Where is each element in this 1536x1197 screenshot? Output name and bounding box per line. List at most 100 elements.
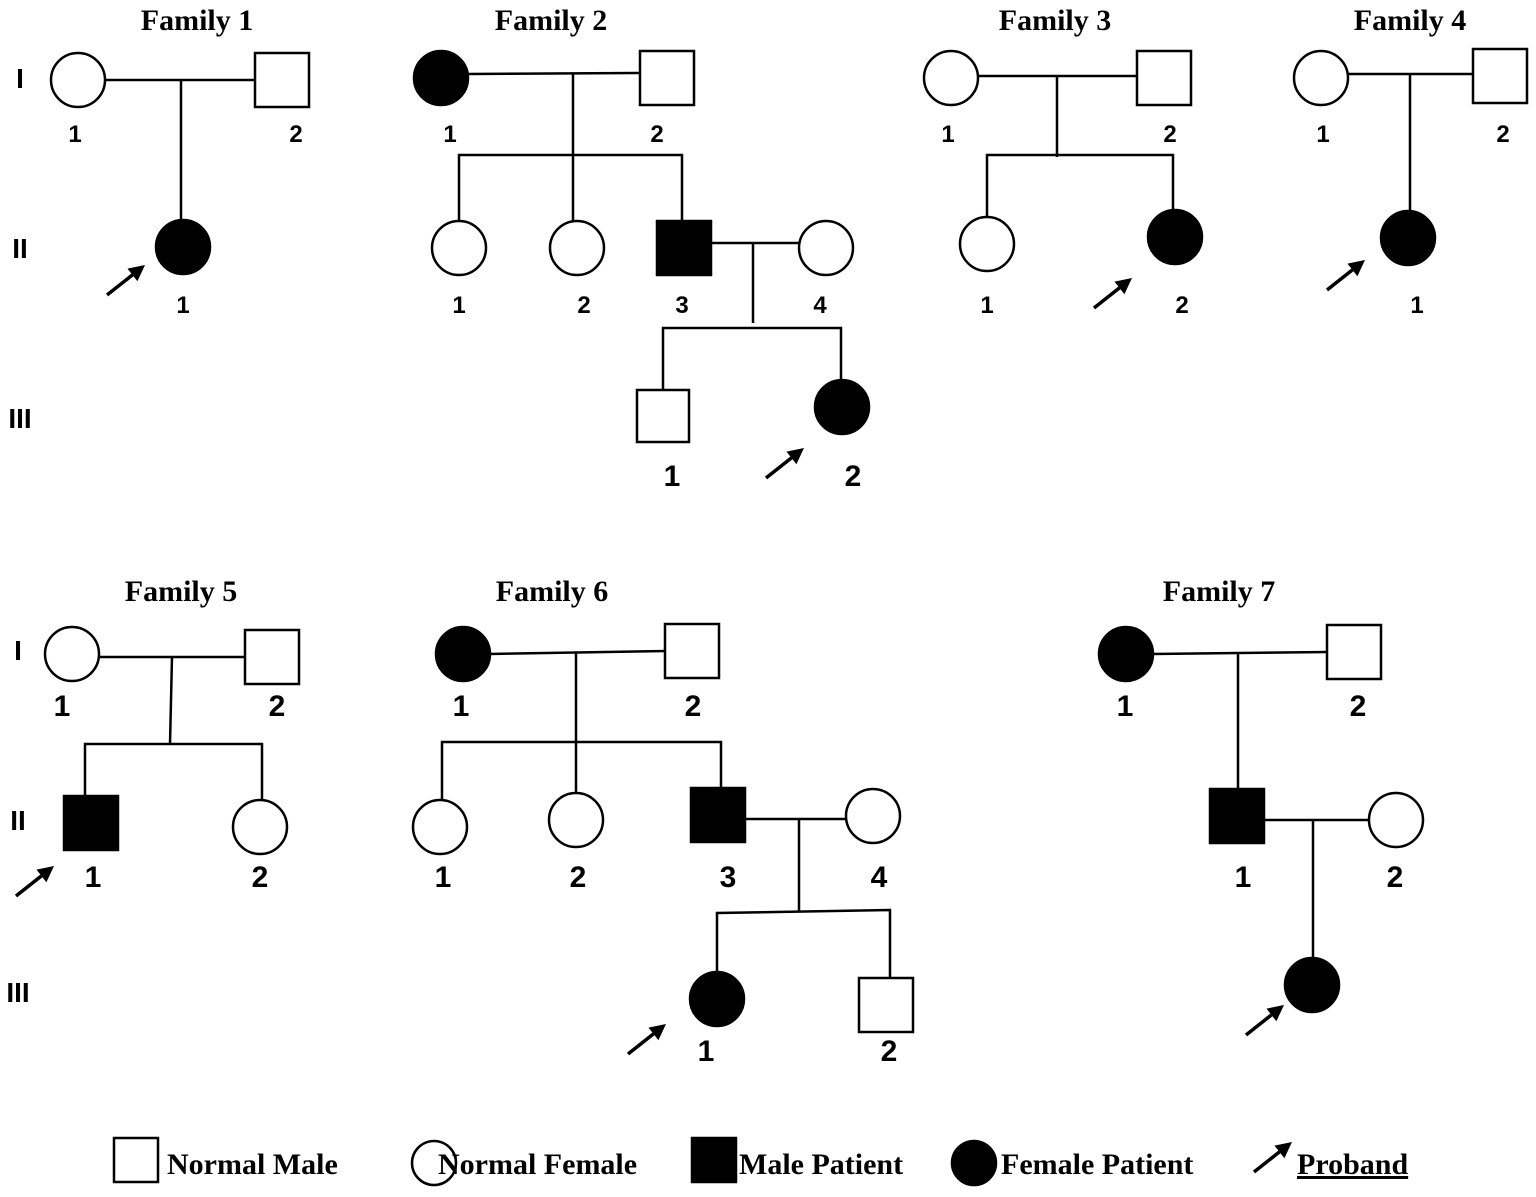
connector-line (488, 649, 667, 656)
affected-male-symbol (62, 794, 120, 852)
affected-female-symbol (412, 49, 470, 107)
affected-female-symbol (813, 378, 871, 436)
connector-line (168, 656, 174, 745)
individual-number: 2 (570, 861, 587, 894)
legend-item-normal-female: Normal Female (410, 1139, 637, 1187)
individual-number: 2 (577, 292, 590, 319)
individual-number: 3 (720, 861, 737, 894)
legend-label: Proband (1297, 1148, 1408, 1181)
affected-female-symbol (1097, 625, 1155, 683)
unaffected-female-symbol (49, 51, 107, 109)
legend-item-proband: Proband (1252, 1142, 1408, 1181)
individual-number: 1 (664, 460, 681, 493)
affected-female-symbol (1379, 209, 1437, 267)
unaffected-male-symbol (638, 49, 696, 107)
individual-number: 1 (941, 121, 954, 148)
individual-number: 2 (845, 460, 862, 493)
unaffected-female-symbol (430, 219, 488, 277)
arrow-shaft (764, 456, 793, 480)
family-title: Family 5 (125, 575, 238, 608)
family-title: Family 6 (496, 575, 609, 608)
legend-affected-female-symbol (950, 1139, 998, 1187)
individual-number: 1 (443, 121, 456, 148)
individual-number: 2 (685, 690, 702, 723)
arrow-shaft (1244, 1013, 1273, 1037)
affected-male-symbol (1208, 787, 1266, 845)
proband-arrow-icon (1092, 278, 1132, 310)
generation-label-ii: II (12, 233, 28, 264)
unaffected-male-symbol (1471, 47, 1529, 105)
affected-male-symbol (655, 219, 713, 277)
sibship-line (985, 153, 1175, 218)
individual-number: 4 (813, 292, 827, 319)
individual-number: 2 (650, 121, 663, 148)
unaffected-male-symbol (1325, 623, 1383, 681)
family-2-pedigree: Family 2 1 2 1 2 3 4 1 2 (412, 4, 871, 493)
arrow-head (1266, 1005, 1284, 1022)
individual-number: 1 (452, 292, 465, 319)
family-title: Family 2 (495, 4, 608, 37)
unaffected-male-symbol (663, 622, 721, 680)
unaffected-male-symbol (857, 976, 915, 1034)
arrow-shaft (14, 874, 43, 898)
legend-label: Male Patient (739, 1148, 903, 1181)
generation-label-iii: III (6, 977, 29, 1008)
affected-female-symbol (154, 218, 212, 276)
unaffected-female-symbol (1292, 49, 1350, 107)
arrow-shaft (1092, 286, 1121, 310)
generation-label-ii: II (10, 805, 26, 836)
individual-number: 2 (1350, 690, 1367, 723)
individual-number: 1 (453, 690, 470, 723)
proband-arrow-icon (1252, 1142, 1292, 1174)
unaffected-male-symbol (635, 388, 691, 444)
unaffected-female-symbol (411, 798, 469, 856)
arrow-head (1347, 260, 1365, 277)
sibship-line (440, 740, 723, 801)
generation-label-i: I (14, 635, 22, 666)
individual-number: 2 (881, 1035, 898, 1068)
generation-label-iii: III (8, 403, 31, 434)
individual-number: 2 (1496, 121, 1509, 148)
legend-item-male-patient: Male Patient (690, 1136, 903, 1184)
unaffected-female-symbol (797, 219, 855, 277)
generation-label-i: I (16, 63, 24, 94)
arrow-shaft (105, 273, 134, 297)
individual-number: 1 (68, 121, 81, 148)
arrow-head (1274, 1142, 1292, 1159)
family-title: Family 4 (1354, 4, 1467, 37)
proband-arrow-icon (1244, 1005, 1284, 1037)
unaffected-female-symbol (231, 798, 289, 856)
individual-number: 3 (675, 292, 688, 319)
affected-female-symbol (1283, 956, 1341, 1014)
individual-number: 2 (1175, 292, 1188, 319)
unaffected-female-symbol (547, 791, 605, 849)
sibship-line (457, 153, 684, 222)
individual-number: 1 (54, 690, 71, 723)
legend-item-normal-male: Normal Male (112, 1136, 338, 1184)
legend-label: Female Patient (1001, 1148, 1193, 1181)
proband-arrow-icon (105, 265, 145, 297)
unaffected-male-symbol (1135, 49, 1193, 107)
legend-unaffected-male-symbol (112, 1136, 160, 1184)
unaffected-female-symbol (1367, 791, 1425, 849)
individual-number: 2 (1387, 861, 1404, 894)
proband-arrow-icon (1325, 260, 1365, 292)
individual-number: 2 (289, 121, 302, 148)
individual-number: 1 (698, 1035, 715, 1068)
unaffected-male-symbol (243, 628, 301, 686)
individual-number: 1 (435, 861, 452, 894)
unaffected-male-symbol (253, 51, 311, 109)
connector-line (466, 71, 642, 76)
individual-number: 2 (269, 690, 286, 723)
unaffected-female-symbol (844, 787, 902, 845)
unaffected-female-symbol (548, 219, 606, 277)
proband-arrow-icon (14, 866, 54, 898)
legend-item-female-patient: Female Patient (950, 1139, 1193, 1187)
